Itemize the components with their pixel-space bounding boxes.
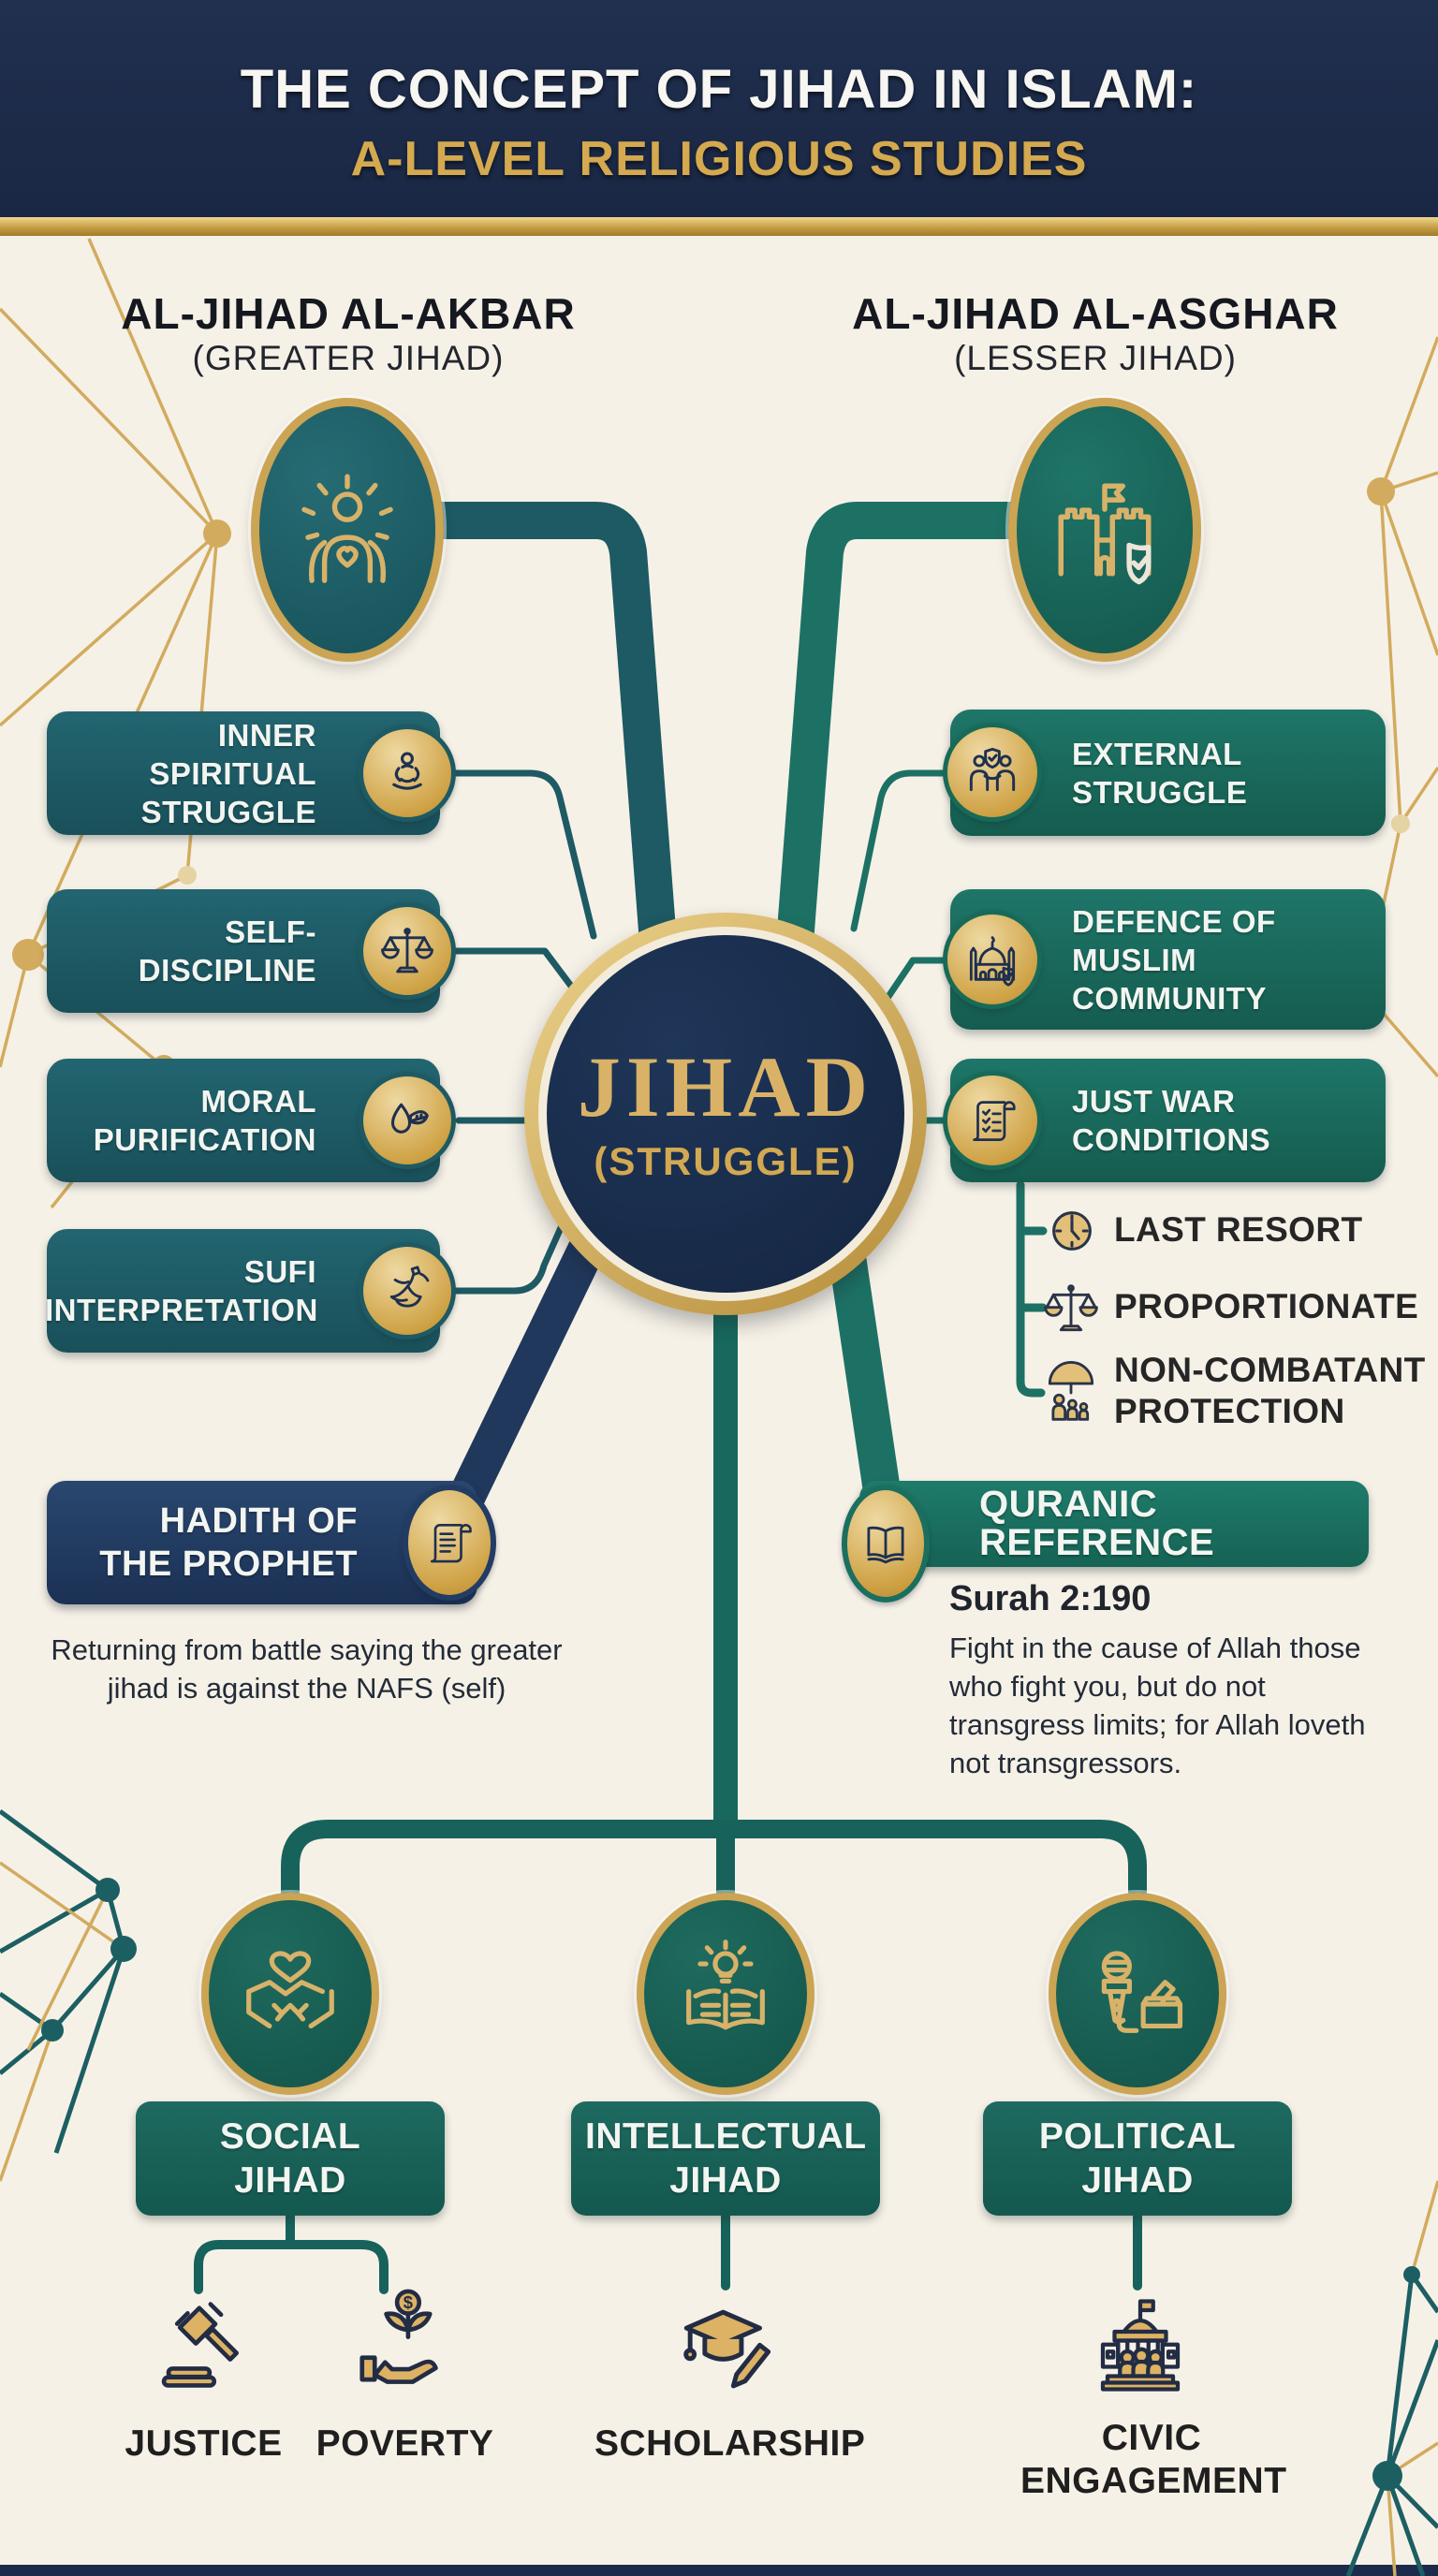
connector-self-discipline [452, 947, 582, 1000]
center-circle-inner-ring: JIHAD (STRUGGLE) [538, 927, 913, 1301]
type-social-jihad: SOCIAL JIHAD [136, 2101, 445, 2216]
intellectual-jihad-circle [637, 1893, 814, 2095]
droplet-leaf-icon [359, 1072, 456, 1169]
branch-sufi-interpretation: SUFI INTERPRETATION [45, 1229, 456, 1353]
capitol-building-icon [1084, 2287, 1196, 2405]
branch-label: INNER SPIRITUAL STRUGGLE [140, 717, 316, 829]
microphone-ballot-icon [1082, 1939, 1193, 2049]
graduation-cap-pen-icon [665, 2291, 786, 2404]
umbrella-family-icon [1039, 1359, 1103, 1427]
svg-text:$: $ [404, 2292, 413, 2312]
scroll-checklist-icon [943, 1071, 1042, 1170]
branch-label: SUFI INTERPRETATION [45, 1254, 318, 1327]
people-shield-icon [943, 723, 1042, 822]
type-political-jihad: POLITICAL JIHAD [983, 2101, 1292, 2216]
network-decoration-top-left [0, 238, 231, 1209]
quran-pill: QURANIC REFERENCE [859, 1481, 1369, 1567]
condition-label: PROPORTIONATE [1114, 1287, 1419, 1325]
greater-jihad-title: AL-JIHAD AL-AKBAR [121, 289, 576, 338]
connector-greater-to-center [412, 502, 678, 973]
condition-label: NON-COMBATANT PROTECTION [1114, 1351, 1426, 1430]
center-title: JIHAD [577, 1039, 874, 1134]
gold-scales-icon [1041, 1279, 1101, 1339]
connector-social-children [194, 2212, 389, 2294]
balance-scales-icon [359, 902, 456, 1000]
center-circle: JIHAD (STRUGGLE) [524, 913, 927, 1315]
connector-just-war-bracket [1016, 1180, 1048, 1398]
connector-bottom-bar [281, 1820, 1147, 1902]
connector-inner-spiritual [452, 769, 597, 940]
clock-icon [1043, 1202, 1101, 1260]
type-intellectual-jihad: INTELLECTUAL JIHAD [571, 2101, 880, 2216]
hand-plant-coin-icon: $ [348, 2284, 459, 2404]
hadith-body: Returning from battle saying the greater… [51, 1633, 563, 1705]
quran-reference: Surah 2:190 [949, 1579, 1152, 1618]
connector-sufi [452, 1209, 571, 1295]
social-jihad-circle [201, 1893, 379, 2095]
branch-just-war-conditions: JUST WAR CONDITIONS [943, 1059, 1386, 1182]
greater-jihad-circle [251, 398, 444, 662]
lesser-jihad-title: AL-JIHAD AL-ASGHAR [852, 289, 1339, 338]
connector-defence [880, 957, 951, 1007]
meditating-person-rays-icon [286, 460, 408, 600]
branch-label: DEFENCE OF MUSLIM COMMUNITY [1072, 903, 1276, 1016]
branch-moral-purification: MORAL PURIFICATION [47, 1059, 456, 1182]
connector-external [850, 769, 951, 932]
branch-label: SELF-DISCIPLINE [138, 915, 316, 988]
center-circle-core: JIHAD (STRUGGLE) [547, 935, 904, 1293]
whirling-dervish-icon [359, 1242, 456, 1339]
type-label: POLITICAL JIHAD [1038, 2116, 1237, 2201]
network-decoration-bottom-left [0, 1808, 137, 2182]
handshake-heart-icon [235, 1939, 345, 2049]
mosque-shield-icon [943, 910, 1042, 1009]
child-label-justice: JUSTICE [125, 2423, 283, 2464]
page-title: THE CONCEPT OF JIHAD IN ISLAM: [240, 59, 1198, 120]
quran-title: QURANIC REFERENCE [979, 1484, 1215, 1563]
network-decoration-bottom-right [1345, 2180, 1438, 2576]
header-banner: THE CONCEPT OF JIHAD IN ISLAM: A-LEVEL R… [0, 0, 1438, 217]
type-label: SOCIAL JIHAD [219, 2116, 361, 2201]
gavel-icon [150, 2289, 260, 2403]
greater-jihad-subtitle: (GREATER JIHAD) [192, 339, 505, 377]
hadith-title: HADITH OF THE PROPHET [99, 1501, 358, 1584]
type-label: INTELLECTUAL JIHAD [585, 2116, 867, 2201]
child-label-poverty: POVERTY [315, 2423, 494, 2464]
branch-label: EXTERNAL STRUGGLE [1072, 736, 1248, 810]
branch-label: JUST WAR CONDITIONS [1072, 1084, 1271, 1157]
branch-label: MORAL PURIFICATION [93, 1084, 316, 1157]
center-subtitle: (STRUGGLE) [594, 1139, 858, 1183]
quran-body: Fight in the cause of Allah those who fi… [949, 1632, 1366, 1779]
lesser-jihad-subtitle: (LESSER JIHAD) [954, 339, 1237, 377]
condition-label: LAST RESORT [1114, 1210, 1363, 1249]
lotus-meditation-icon [359, 724, 456, 822]
footer-strip [0, 2565, 1438, 2576]
branch-external-struggle: EXTERNAL STRUGGLE [943, 710, 1386, 836]
castle-flag-shield-icon [1043, 459, 1167, 601]
page-subtitle: A-LEVEL RELIGIOUS STUDIES [350, 132, 1088, 186]
political-jihad-circle [1049, 1893, 1226, 2095]
open-book-icon [842, 1485, 930, 1603]
child-label-civic-engagement: CIVIC ENGAGEMENT [1020, 2418, 1287, 2501]
header-gold-divider [0, 217, 1438, 236]
branch-inner-spiritual-struggle: INNER SPIRITUAL STRUGGLE [47, 711, 456, 835]
scroll-icon [403, 1485, 496, 1601]
lesser-jihad-circle [1008, 398, 1201, 662]
child-label-scholarship: SCHOLARSHIP [594, 2423, 866, 2464]
book-lightbulb-icon [670, 1939, 781, 2049]
branch-self-discipline: SELF-DISCIPLINE [47, 889, 456, 1013]
connector-lesser-to-center [775, 502, 1041, 973]
branch-defence-of-muslim-community: DEFENCE OF MUSLIM COMMUNITY [943, 889, 1386, 1030]
